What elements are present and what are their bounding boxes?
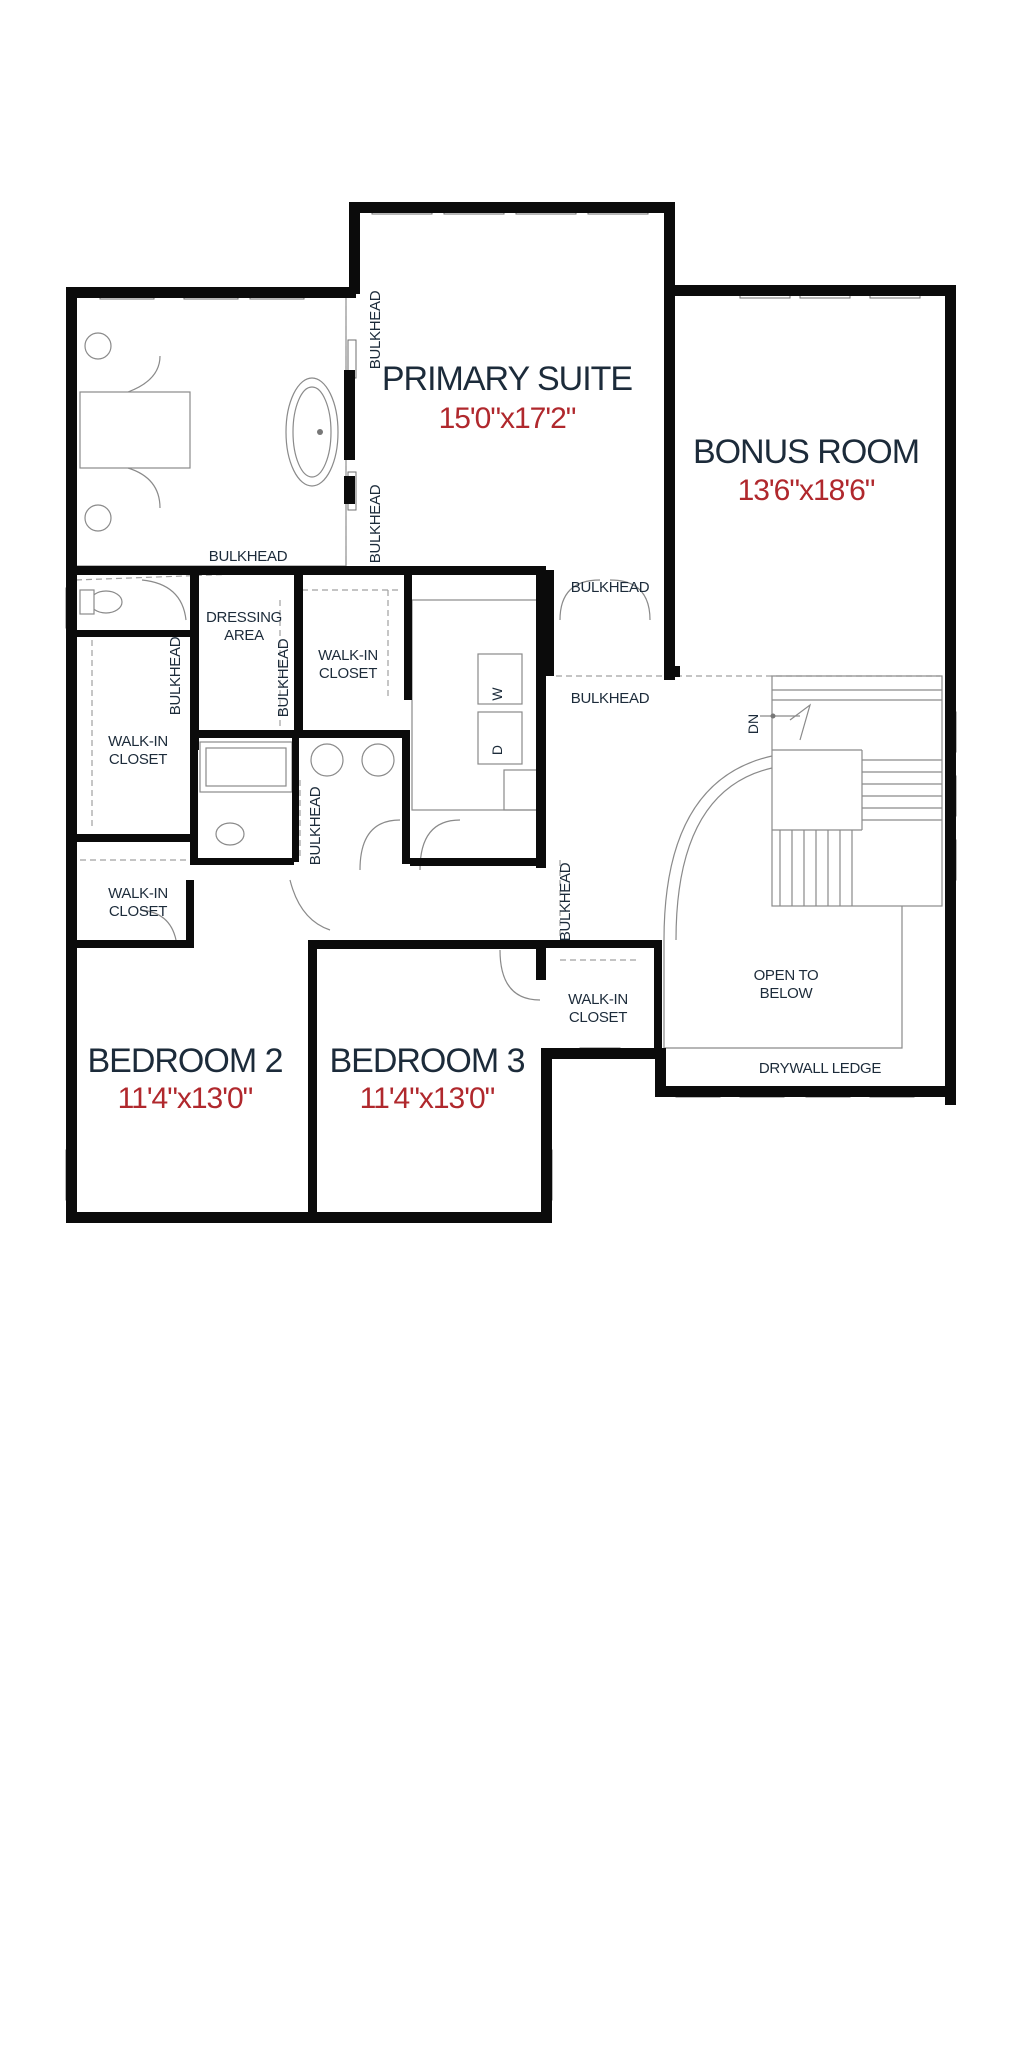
bulkhead-label: BULKHEAD (275, 638, 292, 717)
down-arrow-label: DN (745, 714, 761, 734)
dressing-area-label: AREA (224, 627, 264, 644)
open-to-below-label: BELOW (760, 985, 814, 1002)
walk-in-closet-label: CLOSET (109, 903, 167, 920)
primary-suite-name: PRIMARY SUITE (382, 360, 633, 398)
washer-label: W (489, 687, 505, 701)
bedroom-3-dimensions: 11'4"x13'0" (360, 1082, 495, 1115)
staircase (663, 675, 943, 941)
dryer-label: D (489, 745, 505, 755)
toilet-icon (89, 590, 123, 614)
washer-icon (477, 653, 523, 705)
sink-icon (84, 332, 112, 360)
bedroom-2-dimensions: 11'4"x13'0" (118, 1082, 253, 1115)
sink-icon (361, 743, 395, 777)
primary-suite-dimensions: 15'0"x17'2" (439, 402, 576, 435)
open-to-below-label: OPEN TO (754, 967, 819, 984)
bulkhead-label: BULKHEAD (367, 290, 384, 369)
walk-in-closet-label: WALK-IN (318, 647, 378, 664)
walk-in-closet-label: CLOSET (569, 1009, 627, 1026)
bonus-room-dimensions: 13'6"x18'6" (738, 474, 875, 507)
walk-in-closet-label: CLOSET (109, 751, 167, 768)
drywall-ledge-label: DRYWALL LEDGE (759, 1060, 882, 1077)
walls (66, 202, 956, 1223)
bulkhead-label: BULKHEAD (307, 786, 324, 865)
dryer-icon (477, 711, 523, 765)
shower-icon (79, 391, 191, 469)
walk-in-closet-label: WALK-IN (568, 991, 628, 1008)
bathtub-icon (199, 741, 293, 793)
bonus-room-name: BONUS ROOM (693, 433, 919, 471)
labels: PRIMARY SUITE 15'0"x17'2" BONUS ROOM 13'… (87, 290, 920, 1115)
sink-icon (84, 504, 112, 532)
bulkhead-label: BULKHEAD (557, 862, 574, 941)
bulkhead-label: BULKHEAD (167, 636, 184, 715)
sink-icon (310, 743, 344, 777)
walk-in-closet-label: CLOSET (319, 665, 377, 682)
bathtub-icon (285, 377, 339, 487)
bulkhead-label: BULKHEAD (571, 690, 650, 707)
bulkhead-label: BULKHEAD (209, 548, 288, 565)
bulkhead-label: BULKHEAD (367, 484, 384, 563)
bulkhead-label: BULKHEAD (571, 579, 650, 596)
toilet-icon (215, 822, 245, 846)
dressing-area-label: DRESSING (206, 609, 282, 626)
walk-in-closet-label: WALK-IN (108, 733, 168, 750)
bedroom-3-name: BEDROOM 3 (329, 1042, 524, 1080)
bedroom-2-name: BEDROOM 2 (87, 1042, 282, 1080)
walk-in-closet-label: WALK-IN (108, 885, 168, 902)
laundry-sink-icon (503, 769, 539, 811)
